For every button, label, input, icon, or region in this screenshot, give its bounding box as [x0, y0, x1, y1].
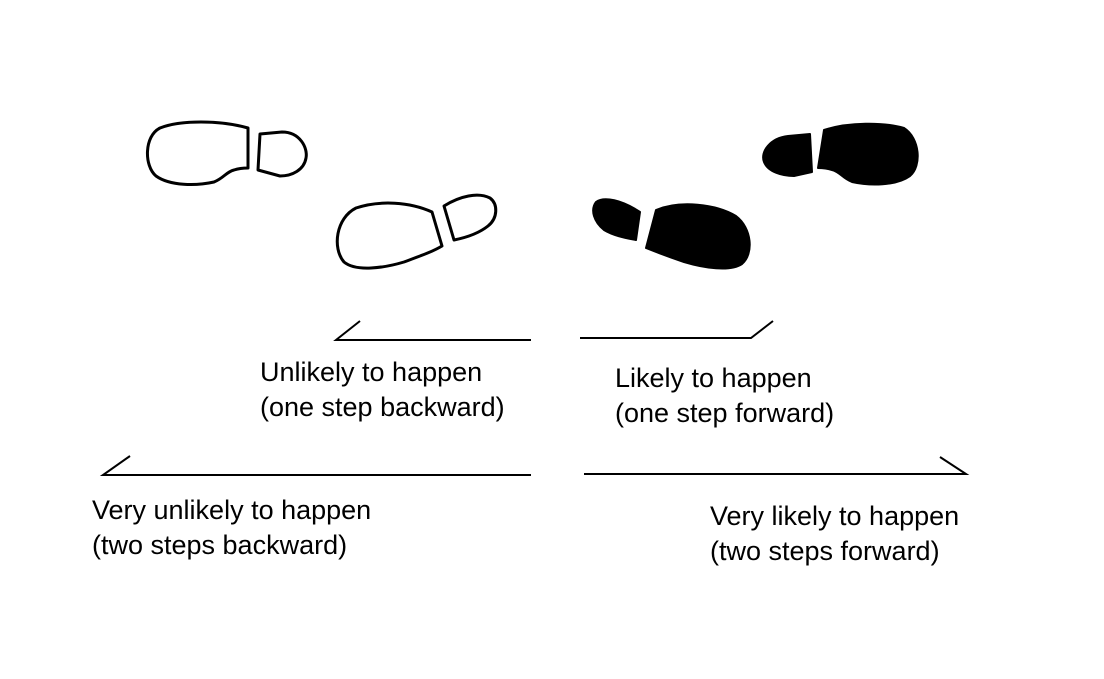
- label-unlikely-line2: (one step backward): [260, 392, 505, 422]
- arrow-two-steps-forward: [584, 456, 970, 475]
- arrow-one-step-forward: [580, 320, 774, 339]
- label-very-likely-line1: Very likely to happen: [710, 501, 960, 531]
- label-very-unlikely-line2: (two steps backward): [92, 530, 348, 560]
- label-likely-line1: Likely to happen: [615, 363, 812, 393]
- footprint-outline-icon: [335, 193, 498, 270]
- footprint-sole: [645, 203, 751, 270]
- label-likely: Likely to happen (one step forward): [615, 361, 834, 431]
- arrow-two-steps-backward: [99, 455, 531, 476]
- footprint-filled-icon: [592, 198, 751, 270]
- label-very-likely: Very likely to happen (two steps forward…: [710, 499, 959, 569]
- label-very-unlikely: Very unlikely to happen (two steps backw…: [92, 493, 371, 563]
- footprint-heel: [442, 193, 498, 242]
- footprint-heel: [592, 198, 641, 241]
- footprint-sole: [817, 122, 919, 186]
- footprint-heel: [256, 130, 308, 178]
- label-very-unlikely-line1: Very unlikely to happen: [92, 495, 372, 525]
- footprint-heel: [762, 133, 813, 177]
- footprint-outline-icon: [146, 120, 308, 186]
- label-unlikely: Unlikely to happen (one step backward): [260, 355, 505, 425]
- footprint-sole: [335, 201, 444, 270]
- label-unlikely-line1: Unlikely to happen: [260, 357, 483, 387]
- arrow-one-step-backward: [333, 320, 531, 341]
- label-likely-line2: (one step forward): [615, 398, 835, 428]
- label-very-likely-line2: (two steps forward): [710, 536, 940, 566]
- footprint-filled-icon: [762, 122, 919, 186]
- footprint-sole: [146, 120, 250, 186]
